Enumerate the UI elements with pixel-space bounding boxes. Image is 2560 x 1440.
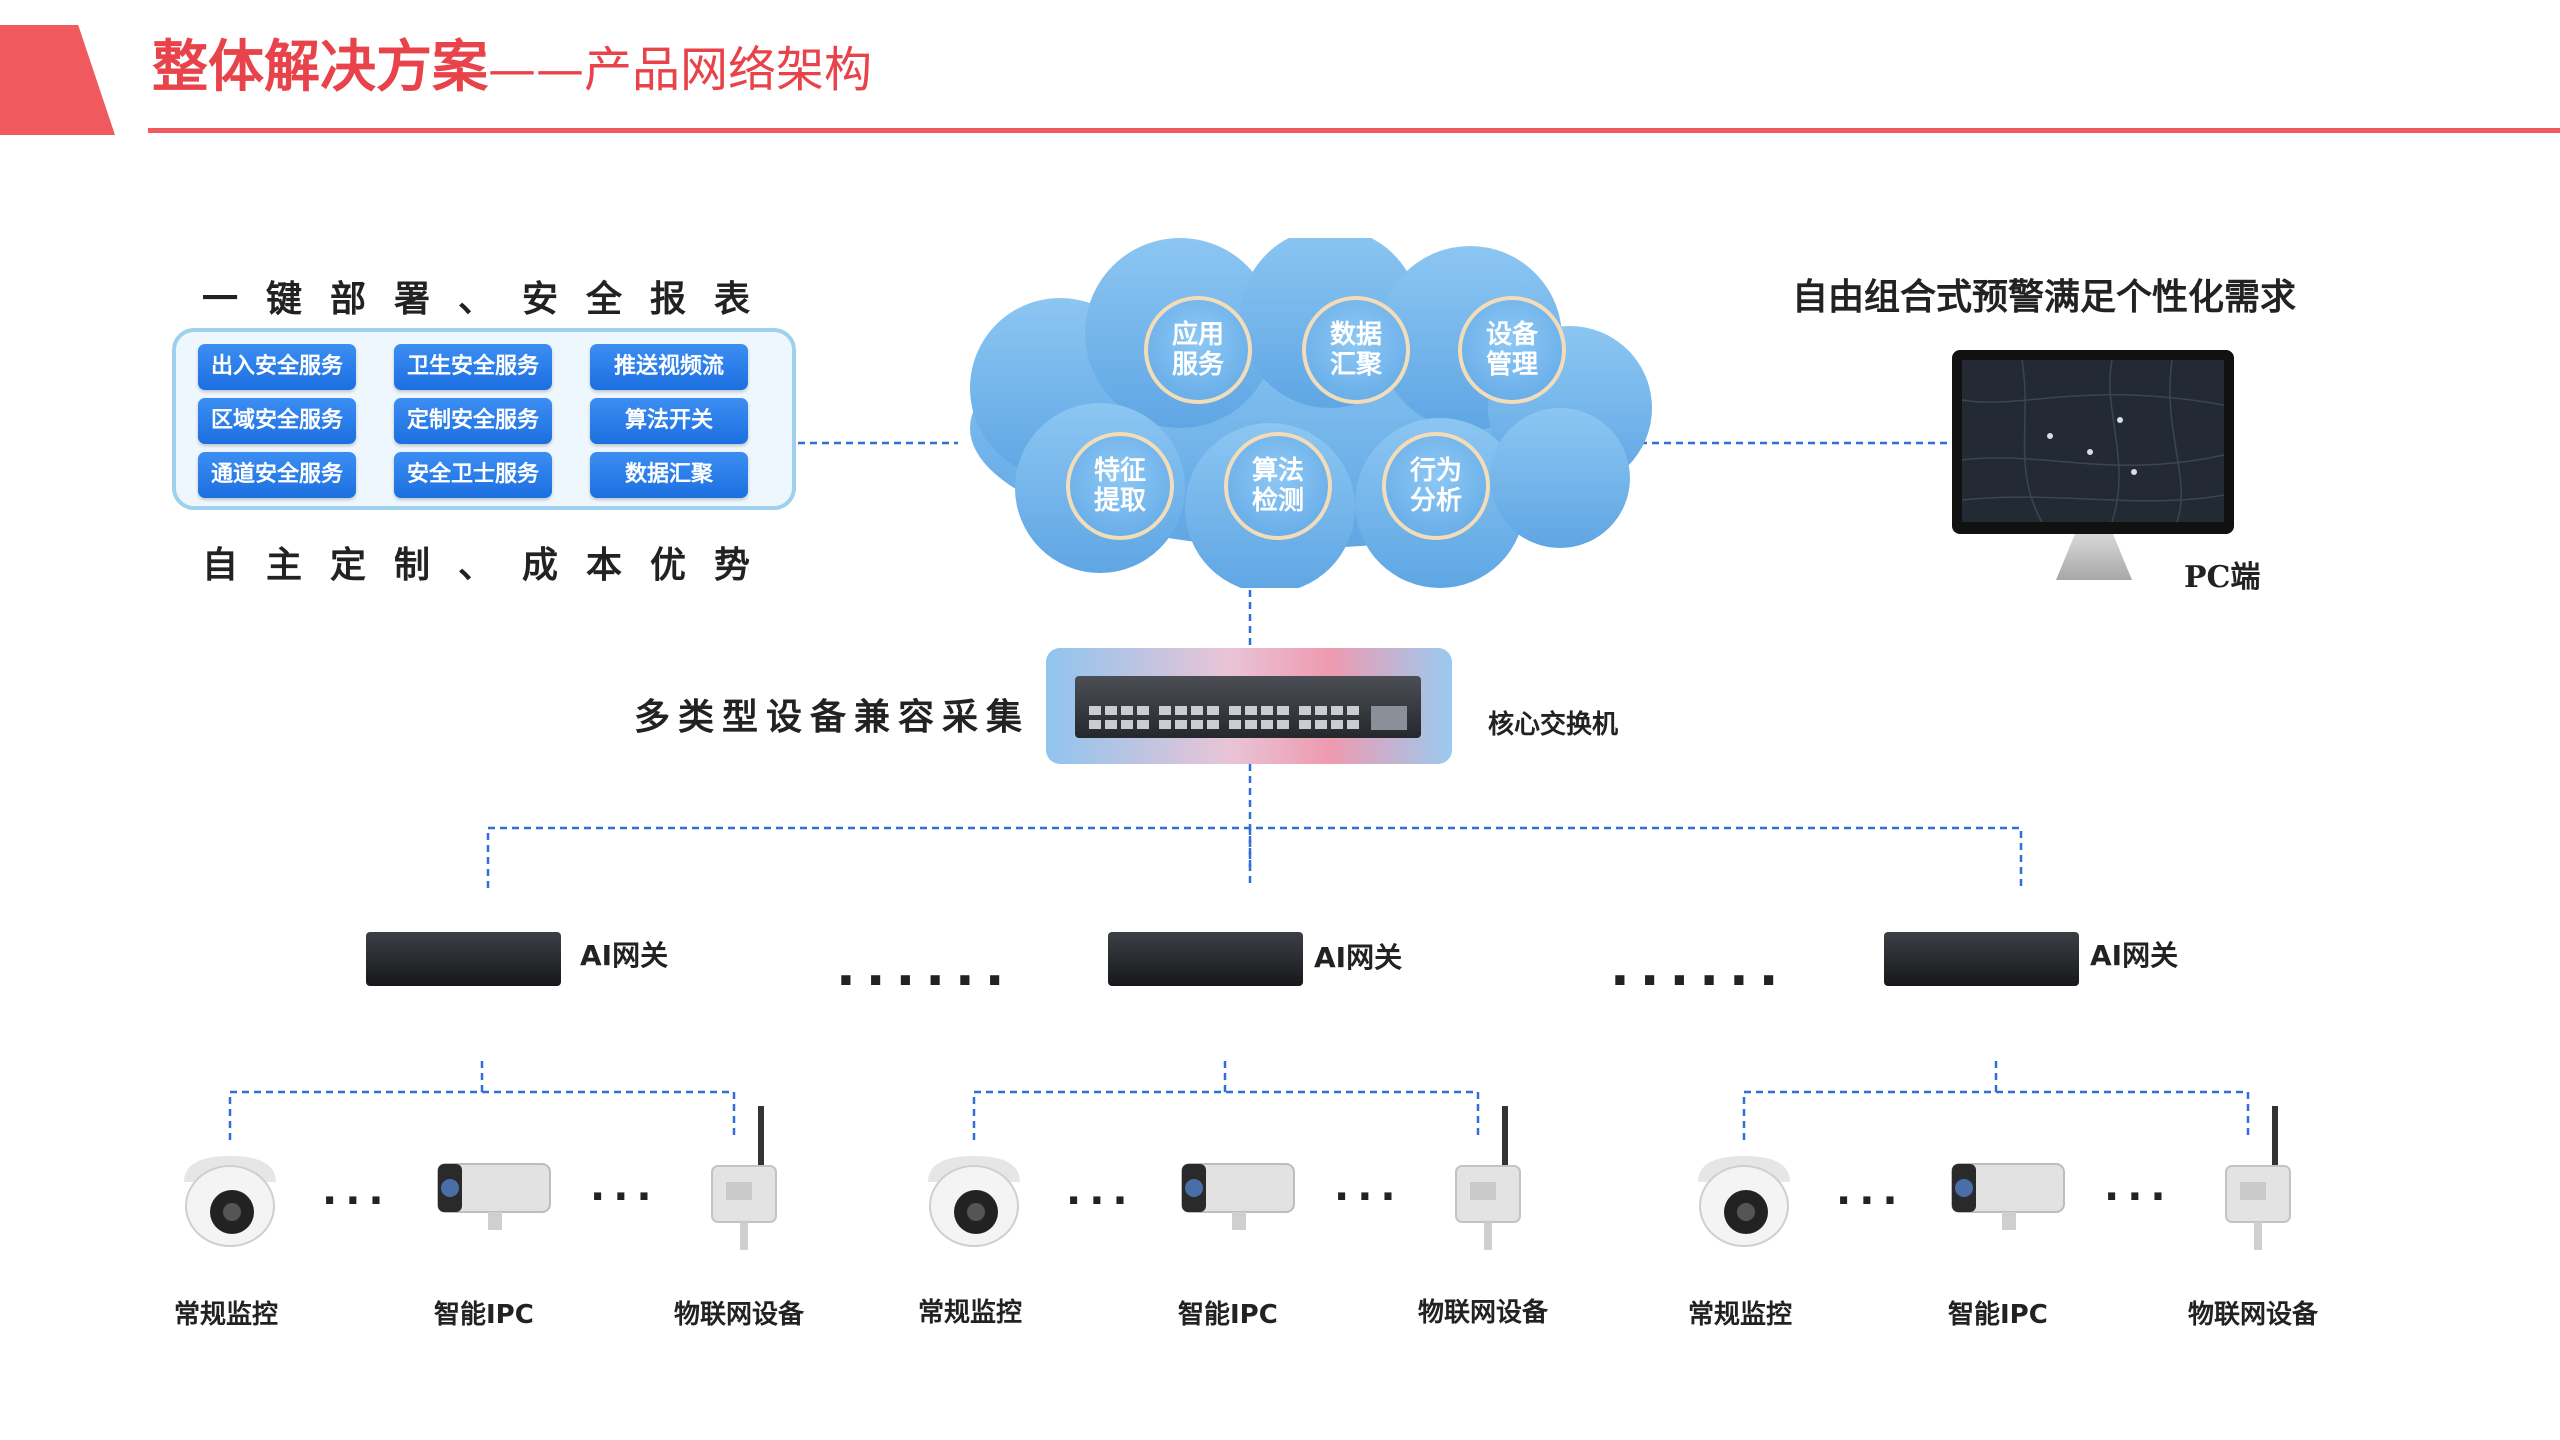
ai-gateway-label: AI网关: [580, 939, 669, 972]
header-divider: [148, 128, 2560, 133]
ai-gateway-icon: [1884, 932, 2079, 986]
cloud-node-algorithm-detection: 算法检测: [1224, 432, 1332, 540]
dome-camera-icon: [1698, 1156, 1790, 1247]
device-ellipsis: ...: [322, 1168, 392, 1214]
pc-label: PC端: [2184, 560, 2261, 595]
device-ellipsis: ...: [1066, 1168, 1136, 1214]
bullet-camera-icon: [1951, 1163, 2065, 1230]
title-sub: ——产品网络架构: [488, 42, 873, 98]
services-bottom-heading: 自主定制、成本优势: [202, 545, 779, 586]
cloud-node-app-service: 应用服务: [1144, 296, 1252, 404]
iot-device-icon: [2225, 1106, 2291, 1250]
title-main: 整体解决方案: [152, 35, 488, 100]
map-icon: [1962, 360, 2224, 522]
alert-heading: 自由组合式预警满足个性化需求: [1792, 277, 2297, 318]
services-panel: 出入安全服务 卫生安全服务 推送视频流 区域安全服务 定制安全服务 算法开关 通…: [172, 328, 796, 510]
device-label-regular-monitor: 常规监控: [1688, 1300, 1793, 1330]
collection-label: 多类型设备兼容采集: [634, 697, 1031, 738]
bullet-camera-icon: [437, 1163, 551, 1230]
monitor-screen: [1962, 360, 2224, 522]
cloud-node-device-management: 设备管理: [1458, 296, 1566, 404]
link-gateway-bus: [486, 826, 2023, 888]
link-devices-1: [228, 1060, 736, 1140]
iot-device-icon: [1455, 1106, 1521, 1250]
link-devices-3: [1742, 1060, 2250, 1140]
service-button[interactable]: 区域安全服务: [198, 398, 356, 444]
cloud-node-feature-extraction: 特征提取: [1066, 432, 1174, 540]
service-button[interactable]: 出入安全服务: [198, 344, 356, 390]
device-label-smart-ipc: 智能IPC: [434, 1300, 534, 1330]
device-label-regular-monitor: 常规监控: [918, 1298, 1023, 1328]
dome-camera-icon: [184, 1156, 276, 1247]
ai-gateway-icon: [366, 932, 561, 986]
service-button[interactable]: 卫生安全服务: [394, 344, 552, 390]
device-label-iot-device: 物联网设备: [1418, 1298, 1549, 1328]
device-label-iot-device: 物联网设备: [674, 1300, 805, 1330]
dome-camera-icon: [928, 1156, 1020, 1247]
service-button[interactable]: 安全卫士服务: [394, 452, 552, 498]
device-ellipsis: ...: [590, 1164, 660, 1210]
service-button[interactable]: 定制安全服务: [394, 398, 552, 444]
service-button[interactable]: 通道安全服务: [198, 452, 356, 498]
device-ellipsis: ...: [2104, 1164, 2174, 1210]
ai-gateway-icon: [1108, 932, 1303, 986]
bullet-camera-icon: [1181, 1163, 1295, 1230]
core-switch-icon: [1075, 676, 1421, 738]
service-button[interactable]: 算法开关: [590, 398, 748, 444]
device-label-smart-ipc: 智能IPC: [1948, 1300, 2048, 1330]
service-button[interactable]: 数据汇聚: [590, 452, 748, 498]
device-label-iot-device: 物联网设备: [2188, 1300, 2319, 1330]
ai-gateway-label: AI网关: [2090, 939, 2179, 972]
gateway-ellipsis: ......: [1610, 938, 1789, 998]
cloud-icon: [970, 238, 1652, 588]
cloud-node-data-aggregation: 数据汇聚: [1302, 296, 1410, 404]
cloud-node-behavior-analysis: 行为分析: [1382, 432, 1490, 540]
device-label-smart-ipc: 智能IPC: [1178, 1300, 1278, 1330]
services-top-heading: 一键部署、安全报表: [202, 279, 779, 320]
ai-gateway-label: AI网关: [1314, 941, 1403, 974]
page-title: 整体解决方案——产品网络架构: [152, 30, 872, 106]
iot-device-icon: [711, 1106, 777, 1250]
service-button[interactable]: 推送视频流: [590, 344, 748, 390]
gateway-ellipsis: ......: [836, 938, 1015, 998]
link-devices-2: [972, 1060, 1480, 1140]
device-label-regular-monitor: 常规监控: [174, 1300, 279, 1330]
core-switch-label: 核心交换机: [1488, 710, 1619, 740]
device-ellipsis: ...: [1836, 1168, 1906, 1214]
device-ellipsis: ...: [1334, 1164, 1404, 1210]
